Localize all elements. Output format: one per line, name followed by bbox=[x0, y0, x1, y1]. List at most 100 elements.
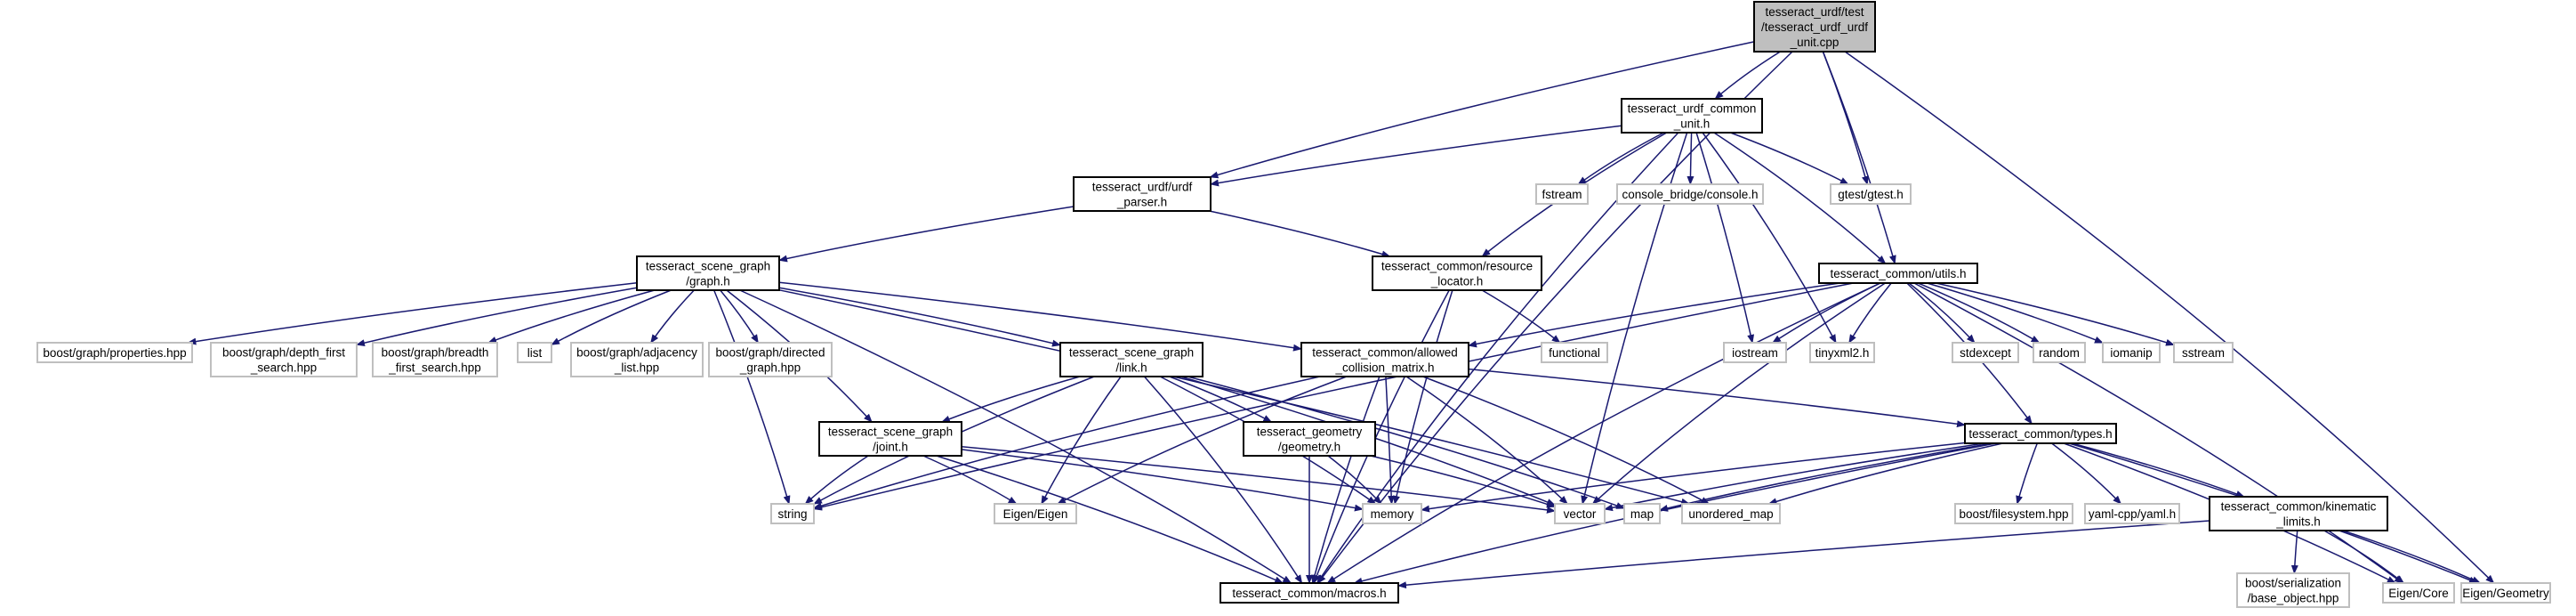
node-box bbox=[570, 342, 704, 377]
node-root[interactable]: tesseract_urdf/test/tesseract_urdf_urdf_… bbox=[1753, 1, 1876, 53]
edge-types-to-kinematic bbox=[2072, 442, 2245, 498]
node-label: Eigen/Geometry bbox=[2462, 587, 2549, 600]
node-label: _collision_matrix.h bbox=[1334, 361, 1434, 375]
node-console[interactable]: console_bridge/console.h bbox=[1616, 183, 1764, 205]
node-resource[interactable]: tesseract_common/resource_locator.h bbox=[1372, 255, 1542, 291]
node-label: vector bbox=[1564, 507, 1597, 521]
node-stdexcept[interactable]: stdexcept bbox=[1952, 342, 2019, 363]
node-random[interactable]: random bbox=[2033, 342, 2086, 363]
node-filesystem[interactable]: boost/filesystem.hpp bbox=[1954, 503, 2073, 524]
node-label: unordered_map bbox=[1688, 507, 1773, 521]
edge-utils-to-stdexcept bbox=[1908, 282, 1976, 344]
node-box bbox=[1243, 421, 1376, 457]
node-memory[interactable]: memory bbox=[1362, 503, 1422, 524]
node-graph[interactable]: tesseract_scene_graph/graph.h bbox=[636, 255, 780, 291]
node-unordered-map[interactable]: unordered_map bbox=[1681, 503, 1781, 524]
node-label: tesseract_common/resource bbox=[1381, 260, 1533, 273]
node-sstream[interactable]: sstream bbox=[2173, 342, 2234, 363]
edge-common-unit-to-iostream bbox=[1695, 132, 1755, 344]
node-fstream[interactable]: fstream bbox=[1535, 183, 1589, 205]
node-adjacency[interactable]: boost/graph/adjacency_list.hpp bbox=[570, 342, 704, 377]
node-kinematic[interactable]: tesseract_common/kinematic_limits.h bbox=[2209, 496, 2388, 531]
edge-link-to-vector bbox=[1180, 376, 1556, 507]
node-label: tesseract_geometry bbox=[1257, 426, 1363, 439]
node-box bbox=[994, 503, 1077, 524]
node-eigen-geometry[interactable]: Eigen/Geometry bbox=[2460, 582, 2551, 604]
node-common-unit[interactable]: tesseract_urdf_common_unit.h bbox=[1621, 98, 1763, 134]
node-box bbox=[2236, 572, 2350, 608]
node-tinyxml2[interactable]: tinyxml2.h bbox=[1809, 342, 1875, 363]
edge-link-to-map bbox=[1187, 376, 1625, 509]
node-vector[interactable]: vector bbox=[1554, 503, 1606, 524]
edge-acm-to-memory bbox=[1385, 376, 1396, 505]
edge-resource-to-functional bbox=[1481, 289, 1561, 344]
node-label: /tesseract_urdf_urdf bbox=[1761, 20, 1868, 34]
node-utils[interactable]: tesseract_common/utils.h bbox=[1818, 263, 1978, 284]
node-label: boost/serialization bbox=[2245, 577, 2341, 590]
node-iostream[interactable]: iostream bbox=[1723, 342, 1787, 363]
node-box bbox=[1616, 183, 1764, 205]
node-functional[interactable]: functional bbox=[1541, 342, 1608, 363]
edge-root-to-common-unit bbox=[1714, 51, 1781, 100]
node-label: tesseract_urdf_common bbox=[1628, 102, 1757, 116]
node-joint[interactable]: tesseract_scene_graph/joint.h bbox=[818, 421, 962, 457]
edge-kinematic-to-eigen-geometry bbox=[2342, 530, 2482, 584]
node-label: console_bridge/console.h bbox=[1622, 188, 1758, 201]
node-macros[interactable]: tesseract_common/macros.h bbox=[1220, 582, 1399, 604]
node-label: /base_object.hpp bbox=[2248, 592, 2339, 605]
node-gtest[interactable]: gtest/gtest.h bbox=[1830, 183, 1912, 205]
node-label: /link.h bbox=[1115, 361, 1147, 375]
node-link[interactable]: tesseract_scene_graph/link.h bbox=[1059, 342, 1203, 377]
node-box bbox=[1952, 342, 2019, 363]
edge-graph-to-acm bbox=[778, 281, 1302, 352]
node-iomanip[interactable]: iomanip bbox=[2102, 342, 2161, 363]
node-serialization[interactable]: boost/serialization/base_object.hpp bbox=[2236, 572, 2350, 608]
edge-types-to-vector bbox=[1604, 442, 1984, 512]
edge-types-to-unordered-map bbox=[1767, 442, 2003, 506]
node-label: _unit.cpp bbox=[1790, 36, 1839, 49]
node-label: Eigen/Core bbox=[2388, 587, 2449, 600]
node-label: functional bbox=[1549, 346, 1600, 360]
edge-common-unit-to-utils bbox=[1713, 132, 1887, 264]
edge-utils-to-macros bbox=[1326, 282, 1881, 584]
node-label: boost/graph/breadth bbox=[382, 346, 489, 360]
node-list[interactable]: list bbox=[517, 342, 552, 363]
node-urdf-parser[interactable]: tesseract_urdf/urdf_parser.h bbox=[1073, 176, 1212, 212]
node-box bbox=[1809, 342, 1875, 363]
node-box bbox=[1964, 423, 2117, 444]
node-map[interactable]: map bbox=[1623, 503, 1661, 524]
node-eigen-core[interactable]: Eigen/Core bbox=[2382, 582, 2455, 604]
node-yaml[interactable]: yaml-cpp/yaml.h bbox=[2084, 503, 2180, 524]
node-box bbox=[2102, 342, 2161, 363]
nodes-layer: tesseract_urdf/test/tesseract_urdf_urdf_… bbox=[36, 1, 2551, 608]
edge-types-to-filesystem bbox=[2016, 442, 2038, 505]
node-label: _graph.hpp bbox=[739, 361, 801, 375]
node-box bbox=[1220, 582, 1399, 604]
node-box bbox=[770, 503, 815, 524]
node-string[interactable]: string bbox=[770, 503, 815, 524]
edge-kinematic-to-macros bbox=[1397, 520, 2210, 589]
node-label: boost/graph/properties.hpp bbox=[43, 346, 186, 360]
edge-geometry-to-vector bbox=[1370, 455, 1556, 508]
node-label: boost/filesystem.hpp bbox=[1959, 507, 2068, 521]
node-properties[interactable]: boost/graph/properties.hpp bbox=[36, 342, 193, 363]
node-geometry[interactable]: tesseract_geometry/geometry.h bbox=[1243, 421, 1376, 457]
edge-graph-to-properties bbox=[187, 281, 638, 345]
node-bfs[interactable]: boost/graph/breadth_first_search.hpp bbox=[372, 342, 498, 377]
node-dfs[interactable]: boost/graph/depth_first_search.hpp bbox=[210, 342, 358, 377]
node-eigen[interactable]: Eigen/Eigen bbox=[994, 503, 1077, 524]
node-directed[interactable]: boost/graph/directed_graph.hpp bbox=[708, 342, 833, 377]
edge-graph-to-directed bbox=[720, 289, 759, 344]
node-box bbox=[818, 421, 962, 457]
node-types[interactable]: tesseract_common/types.h bbox=[1964, 423, 2117, 444]
edge-link-to-joint bbox=[940, 376, 1081, 423]
edge-utils-to-iomanip bbox=[1927, 282, 2104, 344]
node-label: tinyxml2.h bbox=[1815, 346, 1870, 360]
node-acm[interactable]: tesseract_common/allowed_collision_matri… bbox=[1300, 342, 1469, 377]
edge-types-to-map bbox=[1659, 442, 1992, 512]
node-box bbox=[1362, 503, 1422, 524]
node-label: /graph.h bbox=[686, 275, 730, 288]
node-label: memory bbox=[1371, 507, 1414, 521]
node-box bbox=[1554, 503, 1606, 524]
node-label: tesseract_common/kinematic bbox=[2221, 500, 2377, 514]
